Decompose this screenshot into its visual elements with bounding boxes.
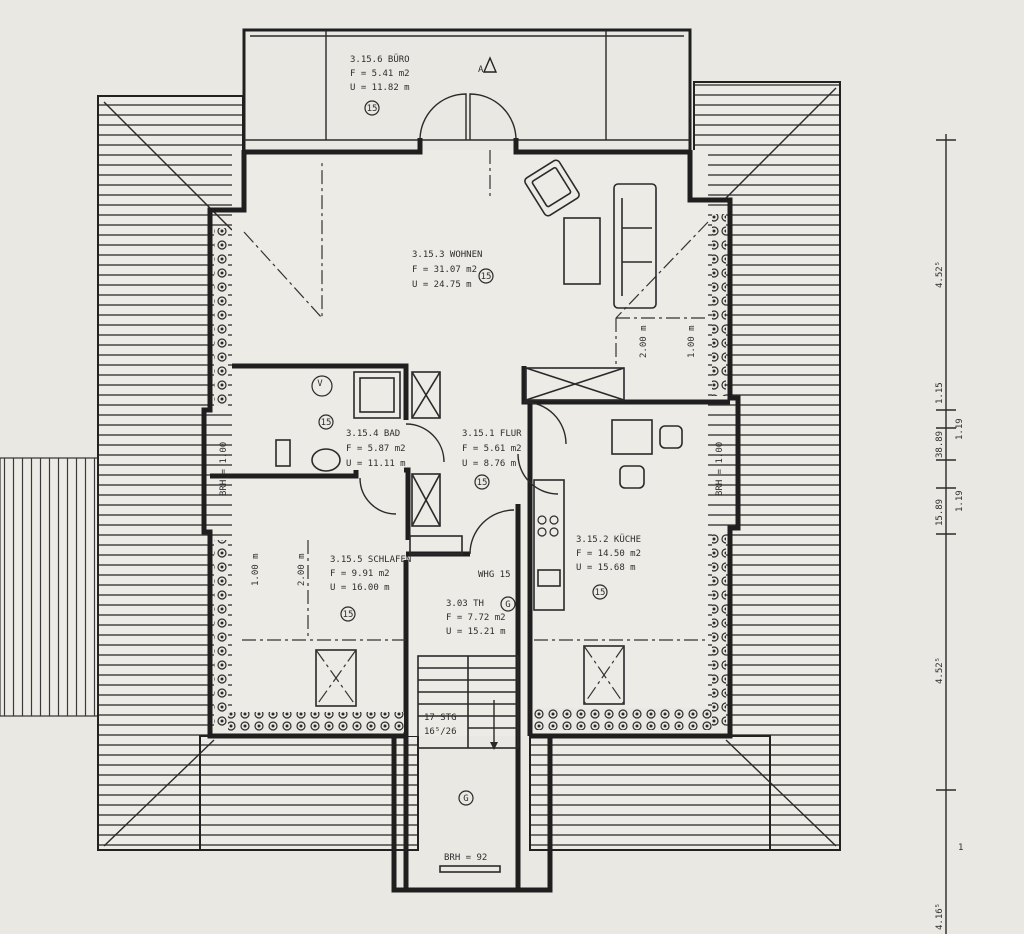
- room-code: 15: [477, 478, 488, 488]
- brh-bottom: BRH = 92: [444, 853, 487, 863]
- dim-a: 1.15: [935, 382, 945, 404]
- neighbour-roof: [0, 457, 105, 717]
- stairs-ratio: 16⁵/26: [424, 727, 457, 737]
- dim-bottom: 4.16⁵: [935, 903, 945, 930]
- staircase: [417, 655, 519, 873]
- furniture: [275, 159, 683, 707]
- wall-height-bed-2: 2.00 m: [297, 553, 307, 586]
- room-name: 3.03 TH: [446, 599, 484, 609]
- dim-b: 1.19: [955, 418, 965, 440]
- room-name: 3.15.5 SCHLAFEN: [330, 555, 411, 565]
- unit-label: WHG 15: [478, 570, 511, 580]
- room-label-bad: 3.15.4 BAD F = 5.87 m2 U = 11.11 m 15: [318, 414, 406, 469]
- room-code: 15: [343, 610, 354, 620]
- room-area: F = 5.41 m2: [350, 69, 410, 79]
- stairs-count: 17 STG: [424, 713, 457, 723]
- brh-left: BRH = 1.00: [219, 442, 229, 496]
- room-code: 15: [595, 588, 606, 598]
- room-name: 3.15.2 KÜCHE: [576, 534, 641, 545]
- dim-top: 4.52⁵: [935, 261, 945, 288]
- room-perimeter: U = 24.75 m: [412, 280, 472, 290]
- room-area: F = 9.91 m2: [330, 569, 390, 579]
- room-label-flur: 3.15.1 FLUR F = 5.61 m2 U = 8.76 m 15: [462, 429, 522, 490]
- room-name: 3.15.3 WOHNEN: [412, 250, 482, 260]
- slope-lines: [242, 160, 709, 641]
- room-perimeter: U = 11.82 m: [350, 83, 410, 93]
- doors: [359, 401, 567, 555]
- floor-area: [232, 150, 708, 736]
- room-perimeter: U = 15.21 m: [446, 627, 506, 637]
- entrance-door: [419, 56, 517, 196]
- brh-right: BRH = 1.00: [715, 442, 725, 496]
- room-perimeter: U = 15.68 m: [576, 563, 636, 573]
- room-name: 3.15.1 FLUR: [462, 429, 522, 439]
- room-area: F = 5.87 m2: [346, 444, 406, 454]
- room-perimeter: U = 16.00 m: [330, 583, 390, 593]
- dim-d: 15.89: [935, 499, 945, 526]
- wall-height-living-1: 2.00 m: [639, 325, 649, 358]
- room-label-schlafen: 3.15.5 SCHLAFEN F = 9.91 m2 U = 16.00 m …: [330, 555, 411, 622]
- dim-c: 38.89: [935, 431, 945, 458]
- room-label-kueche: 3.15.2 KÜCHE F = 14.50 m2 U = 15.68 m 15: [576, 534, 641, 600]
- room-area: F = 7.72 m2: [446, 613, 506, 623]
- stair-code: G: [463, 794, 468, 804]
- room-area: F = 31.07 m2: [412, 265, 477, 275]
- room-area: F = 5.61 m2: [462, 444, 522, 454]
- room-label-th: 3.03 TH F = 7.72 m2 U = 15.21 m G: [446, 596, 516, 637]
- room-code: 15: [481, 272, 492, 282]
- room-code: G: [505, 600, 510, 610]
- dim-one: 1: [958, 843, 963, 853]
- wall-height-living-2: 1.00 m: [687, 325, 697, 358]
- insulation: [214, 214, 726, 732]
- room-name: 3.15.4 BAD: [346, 429, 400, 439]
- room-code: 15: [321, 418, 332, 428]
- bath-v-label: V: [317, 379, 323, 389]
- roof: [97, 81, 841, 851]
- room-code: 15: [367, 104, 378, 114]
- office-dormer: [242, 28, 692, 154]
- room-perimeter: U = 11.11 m: [346, 459, 406, 469]
- room-perimeter: U = 8.76 m: [462, 459, 516, 469]
- dimension-chain: [936, 134, 956, 934]
- room-area: F = 14.50 m2: [576, 549, 641, 559]
- room-name: 3.15.6 BÜRO: [350, 54, 410, 65]
- room-label-wohnen: 3.15.3 WOHNEN F = 31.07 m2 U = 24.75 m 1…: [412, 250, 494, 290]
- wall-height-bed-1: 1.00 m: [251, 553, 261, 586]
- room-label-buero: 3.15.6 BÜRO F = 5.41 m2 U = 11.82 m 15: [350, 54, 410, 116]
- section-marker: A: [478, 65, 484, 75]
- dim-mid: 4.52⁵: [935, 657, 945, 684]
- dim-e: 1.19: [955, 490, 965, 512]
